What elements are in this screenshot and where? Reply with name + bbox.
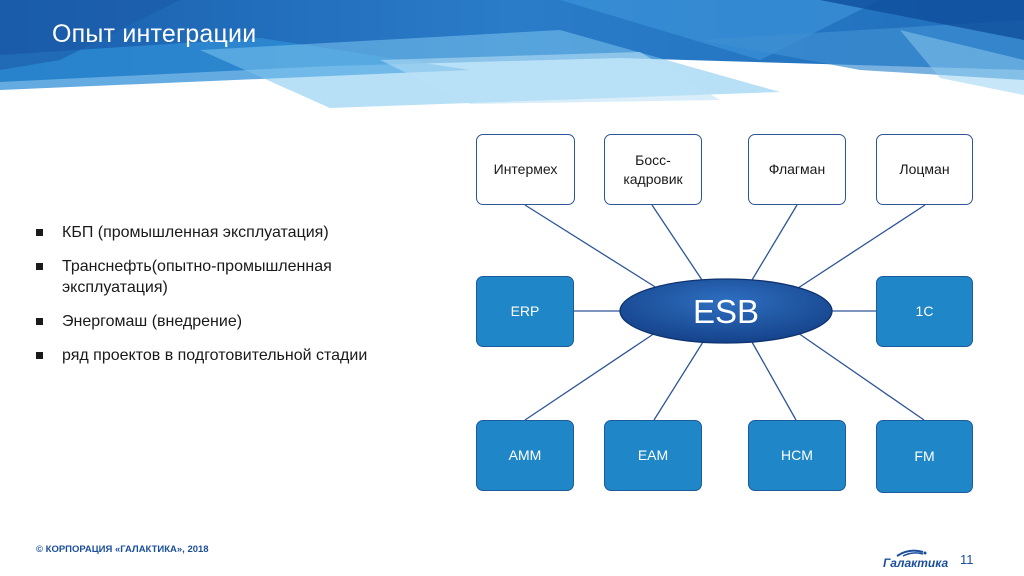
connector-line	[751, 341, 797, 421]
bullet-marker	[36, 229, 43, 236]
connector-line	[524, 204, 661, 291]
bullet-marker	[36, 318, 43, 325]
copyright-text: © КОРПОРАЦИЯ «ГАЛАКТИКА», 2018	[36, 544, 209, 555]
node-label: AMM	[508, 447, 542, 463]
list-item: ряд проектов в подготовительной стадии	[36, 345, 426, 366]
node-flagman: Флагман	[748, 134, 846, 205]
connector-line	[797, 332, 925, 421]
node-hcm: HCM	[748, 420, 846, 491]
list-item: Транснефть(опытно-промышленная эксплуата…	[36, 256, 426, 298]
node-label: Интермех	[493, 161, 558, 177]
page-title: Опыт интеграции	[52, 20, 257, 48]
galaktika-logo-icon	[896, 549, 927, 557]
bullet-text: Транснефть(опытно-промышленная эксплуата…	[62, 258, 332, 296]
node-lotsman: Лоцман	[876, 134, 973, 205]
list-item: Энергомаш (внедрение)	[36, 311, 426, 332]
node-boss-kadrovik: Босс-кадровик	[604, 134, 702, 205]
node-1c: 1C	[876, 276, 973, 347]
node-label: HCM	[781, 447, 813, 463]
esb-hub-label: ESB	[692, 293, 760, 330]
node-intermech: Интермех	[476, 134, 575, 205]
node-label: EAM	[637, 447, 669, 463]
connector-line	[751, 204, 798, 281]
node-label: Флагман	[768, 161, 826, 177]
node-amm: AMM	[476, 420, 574, 491]
node-label: Лоцман	[899, 161, 950, 177]
connector-line	[794, 204, 926, 291]
list-item: КБП (промышленная эксплуатация)	[36, 222, 426, 243]
node-label: Босс-кадровик	[623, 151, 683, 187]
bullet-text: ряд проектов в подготовительной стадии	[62, 347, 368, 364]
node-erp: ERP	[476, 276, 574, 347]
node-label: FM	[914, 448, 935, 464]
node-fm: FM	[876, 420, 973, 493]
node-label: 1C	[915, 303, 934, 319]
logo-text: Галактика	[883, 556, 949, 570]
esb-hub	[619, 278, 833, 344]
page-number: 11	[960, 552, 974, 567]
node-eam: EAM	[604, 420, 702, 491]
bullet-text: КБП (промышленная эксплуатация)	[62, 224, 329, 241]
connector-line	[651, 204, 703, 281]
bullet-marker	[36, 352, 43, 359]
bullet-text: Энергомаш (внедрение)	[62, 313, 243, 330]
header-banner	[0, 0, 1024, 108]
node-label: ERP	[510, 303, 540, 319]
connector-line	[653, 341, 704, 421]
bullet-list: КБП (промышленная эксплуатация) Транснеф…	[36, 222, 426, 379]
bullet-marker	[36, 263, 43, 270]
connector-line	[524, 332, 656, 421]
